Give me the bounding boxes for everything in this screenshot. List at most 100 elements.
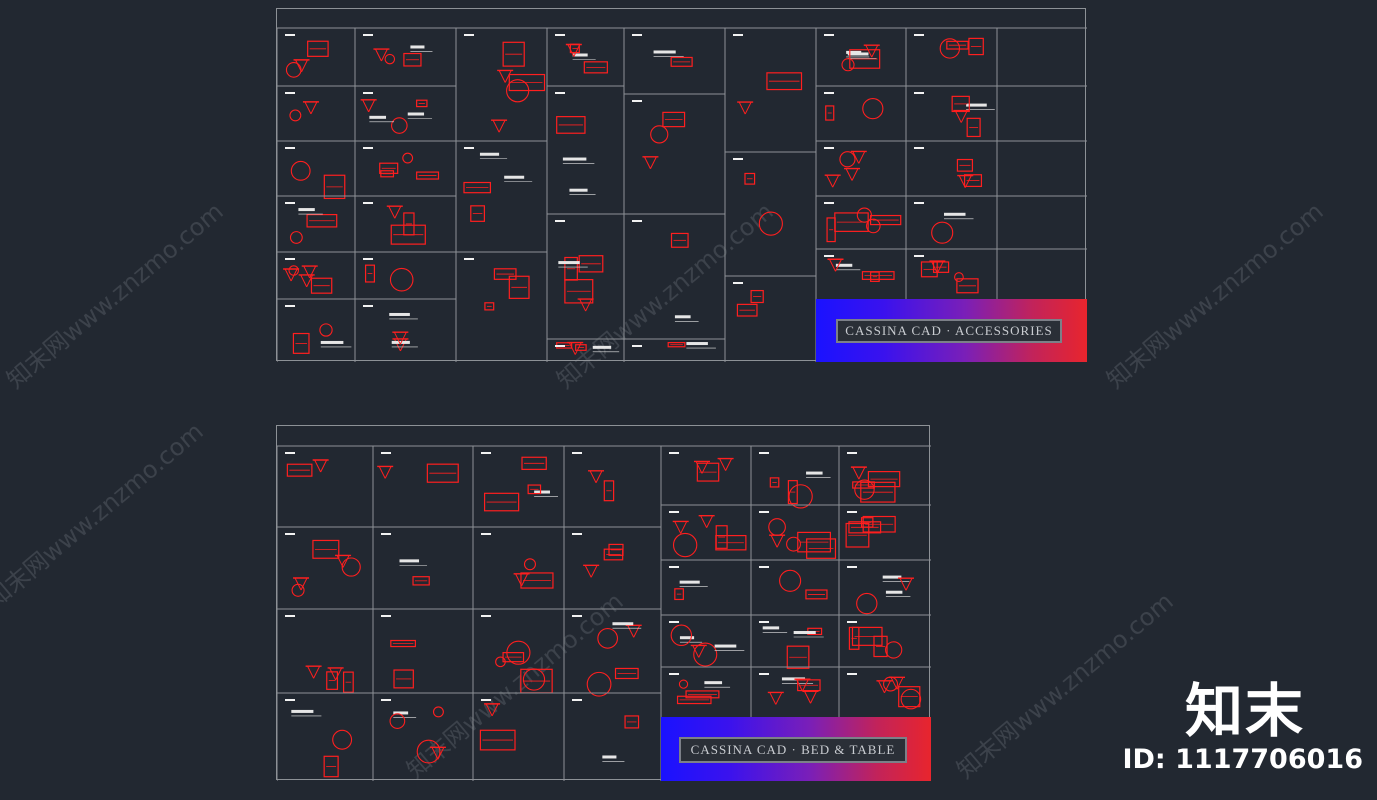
dimension-text	[320, 340, 344, 344]
furniture-outline	[323, 174, 346, 200]
table-top-outline	[522, 668, 546, 691]
table-top-outline	[779, 569, 802, 592]
cad-drawing-grid	[277, 445, 931, 781]
annotation-mark	[481, 533, 491, 535]
table-top-outline	[290, 160, 311, 181]
annotation-mark	[363, 34, 373, 36]
chair-leg	[930, 260, 938, 274]
furniture-drawing	[555, 92, 596, 196]
watermark-text: 知末网www.znzmo.com	[1, 197, 229, 395]
chair-leg	[492, 119, 500, 133]
dimension-text	[793, 631, 816, 635]
furniture-drawing	[285, 452, 329, 477]
furniture-outline	[826, 217, 836, 243]
chair-leg	[954, 110, 962, 123]
chair-leg	[744, 101, 752, 115]
furniture-drawing	[759, 452, 831, 509]
furniture-outline	[744, 172, 756, 185]
dimension-text	[369, 115, 387, 119]
chair-leg	[589, 470, 597, 484]
chair-leg	[574, 342, 582, 355]
dimension-text	[762, 626, 780, 630]
annotation-mark	[824, 92, 834, 94]
chair-leg	[958, 175, 966, 188]
annotation-mark	[285, 615, 295, 617]
annotation-mark	[481, 699, 491, 701]
chair-leg	[775, 692, 783, 705]
dimension-text	[679, 580, 700, 584]
annotation-mark	[363, 258, 373, 260]
chair-leg	[633, 625, 641, 638]
annotation-mark	[381, 699, 391, 701]
furniture-outline	[307, 40, 329, 57]
annotation-mark	[733, 158, 743, 160]
furniture-outline	[479, 729, 516, 751]
table-top-outline	[432, 706, 444, 718]
table-top-outline	[341, 557, 361, 577]
chair-leg	[329, 667, 337, 681]
annotation-mark	[914, 92, 924, 94]
table-top-outline	[856, 592, 878, 615]
chair-leg	[309, 265, 317, 279]
furniture-outline	[470, 205, 485, 222]
cad-sheet-bed-table[interactable]: CASSINA CAD · BED & TABLE	[276, 425, 931, 781]
annotation-mark	[481, 615, 491, 617]
furniture-drawing	[914, 92, 995, 138]
furniture-drawing	[914, 147, 983, 188]
furniture-outline	[379, 162, 399, 174]
chair-leg	[960, 110, 968, 123]
furniture-outline	[390, 639, 416, 648]
annotation-mark	[759, 452, 769, 454]
furniture-drawing	[285, 305, 352, 354]
table-top-outline	[768, 518, 786, 536]
image-id-label: ID: 1117706016	[1122, 744, 1363, 775]
table-top-outline	[506, 79, 530, 103]
furniture-outline	[805, 589, 828, 600]
dimension-text	[558, 261, 580, 265]
furniture-outline	[932, 261, 950, 273]
chair-leg	[301, 59, 308, 73]
table-top-outline	[650, 125, 669, 144]
chair-leg	[627, 625, 635, 638]
dimension-text	[562, 157, 587, 161]
furniture-outline	[403, 52, 422, 67]
furniture-outline	[670, 56, 693, 67]
furniture-outline	[483, 492, 520, 512]
chair-leg	[829, 259, 836, 272]
chair-leg	[871, 44, 879, 58]
furniture-drawing	[363, 305, 418, 352]
annotation-mark	[555, 92, 565, 94]
chair-leg	[399, 338, 407, 352]
dimension-text	[686, 342, 708, 346]
table-top-outline	[289, 231, 303, 244]
chair-leg	[852, 151, 860, 164]
furniture-outline	[787, 480, 798, 505]
furniture-drawing	[464, 258, 530, 311]
chair-leg	[306, 274, 314, 288]
chair-leg	[573, 44, 581, 57]
table-top-outline	[758, 211, 783, 236]
furniture-outline	[920, 261, 938, 278]
furniture-drawing	[555, 220, 604, 312]
furniture-outline	[873, 635, 888, 658]
chair-leg	[899, 578, 907, 591]
table-top-outline	[384, 53, 396, 65]
table-top-outline	[678, 679, 689, 689]
table-top-outline	[332, 729, 353, 750]
chair-leg	[878, 680, 885, 694]
chair-leg	[485, 703, 493, 717]
cad-sheet-accessories[interactable]: CASSINA CAD · ACCESSORIES	[276, 8, 1087, 362]
furniture-drawing	[824, 202, 902, 243]
table-top-outline	[288, 265, 299, 276]
furniture-drawing	[847, 621, 903, 659]
furniture-drawing	[377, 452, 459, 483]
furniture-outline	[766, 72, 803, 91]
furniture-outline	[564, 279, 594, 304]
furniture-drawing	[363, 34, 433, 67]
annotation-mark	[759, 621, 769, 623]
chair-leg	[725, 458, 733, 471]
watermark-text: 知末网www.znzmo.com	[0, 417, 209, 615]
chair-leg	[643, 156, 651, 170]
chair-leg	[388, 205, 396, 219]
furniture-drawing	[669, 673, 731, 705]
